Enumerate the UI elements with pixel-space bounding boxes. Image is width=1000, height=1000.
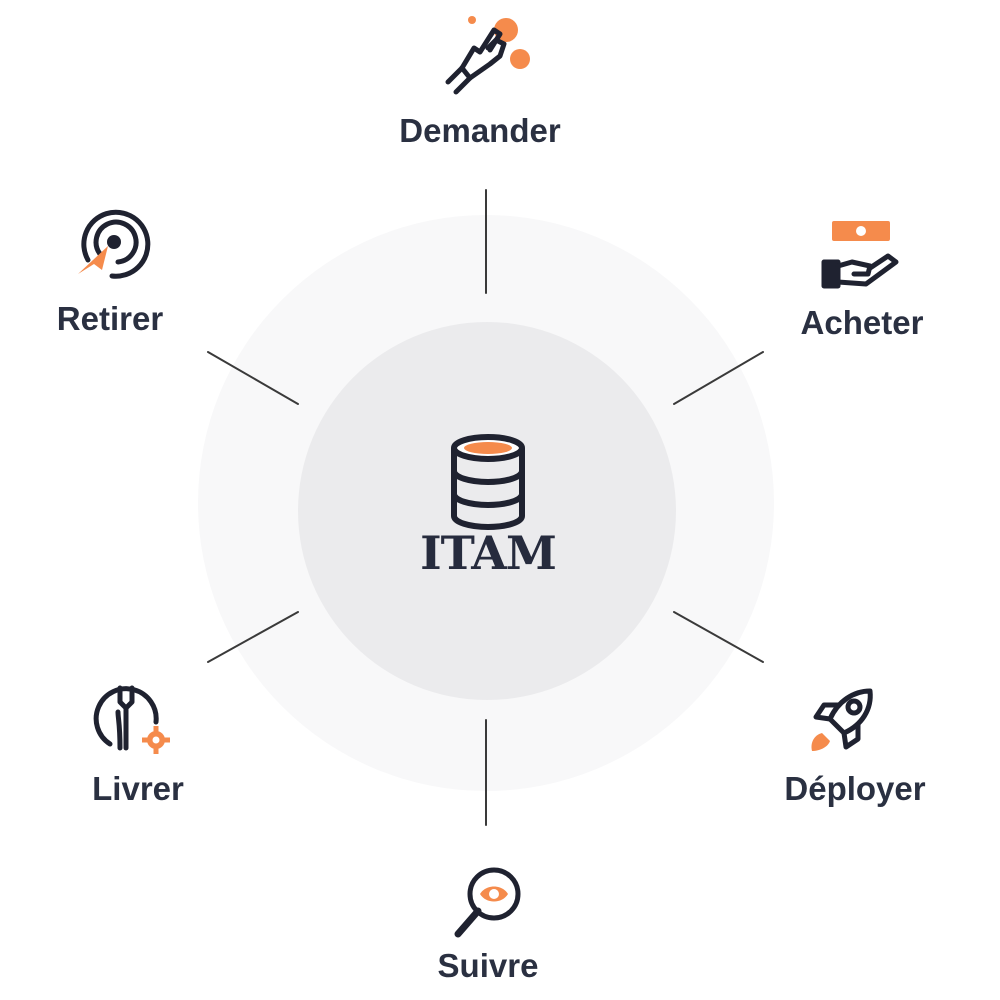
stage-label-deployer: Déployer xyxy=(784,770,926,807)
stage-label-demander: Demander xyxy=(399,112,561,149)
stage-label-suivre: Suivre xyxy=(437,947,539,984)
center-title: ITAM xyxy=(420,526,557,580)
hand-pointer-icon xyxy=(445,16,530,95)
stage-label-retirer: Retirer xyxy=(56,300,164,337)
stage-label-livrer: Livrer xyxy=(92,770,184,807)
hand-money-icon xyxy=(821,221,899,289)
database-icon xyxy=(451,434,525,530)
magnifier-eye-icon xyxy=(454,867,521,938)
target-cursor-icon xyxy=(78,209,151,279)
wrench-gear-icon xyxy=(93,685,170,754)
center-circle xyxy=(298,322,676,700)
stage-label-acheter: Acheter xyxy=(800,304,924,341)
rocket-icon xyxy=(811,688,873,751)
